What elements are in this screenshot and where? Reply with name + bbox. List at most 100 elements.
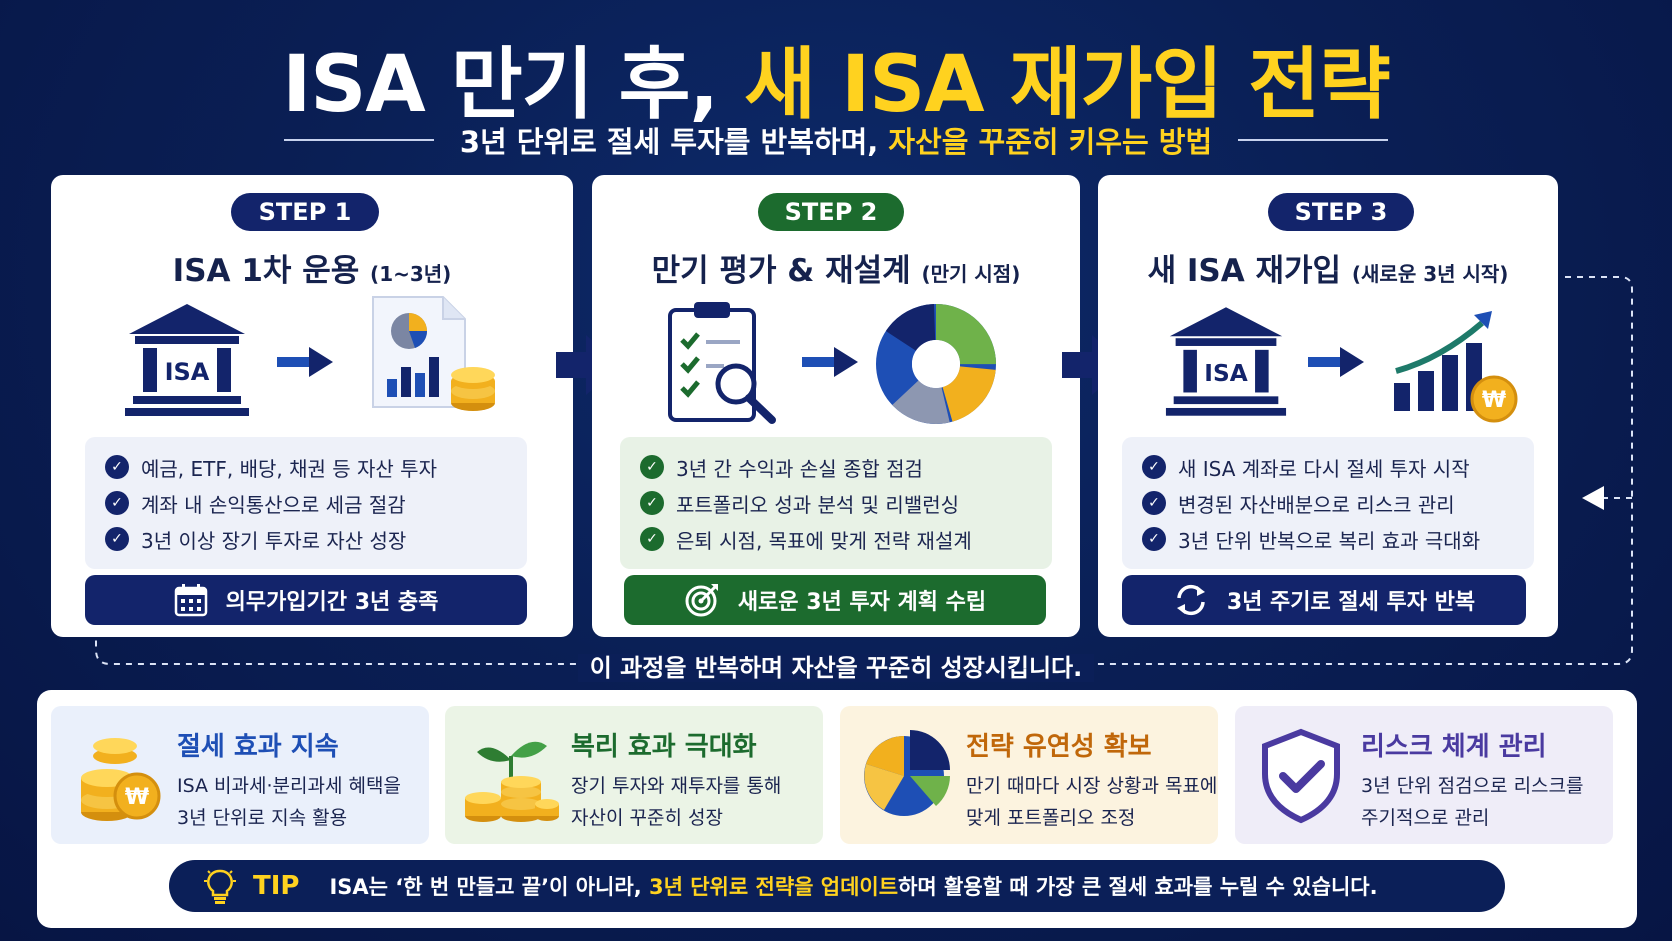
svg-text:₩: ₩ [125,785,149,810]
list-item: ✓ 새 ISA 계좌로 다시 절세 투자 시작 [1142,449,1514,485]
step1-button: 의무가입기간 3년 충족 [85,575,527,625]
bullet-text: 3년 간 수익과 손실 종합 점검 [676,456,923,481]
benefit-desc-line: 3년 단위로 지속 활용 [177,807,348,829]
benefit-desc: ISA 비과세·분리과세 혜택을 3년 단위로 지속 활용 [177,770,401,834]
tip-label: TIP [253,871,300,901]
title-white: ISA 만기 후, [282,40,719,130]
benefit-desc-line: 장기 투자와 재투자를 통해 [571,775,782,797]
step1-title-main: ISA 1차 운용 [172,253,360,289]
check-circle-icon: ✓ [640,527,664,551]
step1-bullets: ✓ 예금, ETF, 배당, 채권 등 자산 투자 ✓ 계좌 내 손익통산으로 세금… [85,437,527,569]
benefit-desc-line: 맞게 포트폴리오 조정 [966,807,1136,829]
step3-title: 새 ISA 재가입 (새로운 3년 시작) [1098,245,1558,290]
loop-caption: 이 과정을 반복하며 자산을 꾸준히 성장시킵니다. [0,648,1672,683]
list-item: ✓ 3년 간 수익과 손실 종합 점검 [640,449,1032,485]
step3-pill: STEP 3 [1268,193,1414,231]
step3-button: 3년 주기로 절세 투자 반복 [1122,575,1526,625]
check-circle-icon: ✓ [1142,527,1166,551]
bank-icon: ISA [1165,307,1287,416]
list-item: ✓ 은퇴 시점, 목표에 맞게 전략 재설계 [640,521,1032,557]
pie-chart-icon [864,730,950,816]
subtitle-yellow: 자산을 꾸준히 키우는 방법 [888,125,1213,159]
list-item: ✓ 3년 이상 장기 투자로 자산 성장 [105,521,507,557]
benefit-title: 전략 유연성 확보 [966,732,1152,762]
check-circle-icon: ✓ [105,455,129,479]
coins-icon: ₩ [81,738,161,821]
sprout-coins-icon [465,741,559,822]
benefit-card-risk: 리스크 체계 관리 3년 단위 점검으로 리스크를 주기적으로 관리 [1235,706,1613,844]
step2-button-label: 새로운 3년 투자 계획 수립 [737,590,987,615]
step2-bullets: ✓ 3년 간 수익과 손실 종합 점검 ✓ 포트폴리오 성과 분석 및 리밸런싱 ✓… [620,437,1052,569]
benefit-card-flexibility: 전략 유연성 확보 만기 때마다 시장 상황과 목표에 맞게 포트폴리오 조정 [840,706,1218,844]
shield-check-icon [1262,728,1340,824]
step3-button-label: 3년 주기로 절세 투자 반복 [1226,590,1476,615]
step2-button: 새로운 3년 투자 계획 수립 [624,575,1046,625]
subtitle-line-left [283,139,434,141]
bullet-text: 변경된 자산배분으로 리스크 관리 [1178,492,1455,517]
benefit-card-tax: ₩ 절세 효과 지속 ISA 비과세·분리과세 혜택을 3년 단위로 지속 활용 [51,706,429,844]
calendar-icon [174,584,207,617]
check-circle-icon: ✓ [1142,455,1166,479]
svg-text:ISA: ISA [1204,360,1247,387]
benefit-desc: 장기 투자와 재투자를 통해 자산이 꾸준히 성장 [571,770,781,834]
bullet-text: 예금, ETF, 배당, 채권 등 자산 투자 [141,456,437,481]
bullet-text: 3년 단위 반복으로 복리 효과 극대화 [1178,528,1481,553]
step1-title: ISA 1차 운용 (1~3년) [51,245,573,290]
benefit-card-compound: 복리 효과 극대화 장기 투자와 재투자를 통해 자산이 꾸준히 성장 [445,706,823,844]
tip-banner: TIP ISA는 ‘한 번 만들고 끝’이 아니라, 3년 단위로 전략을 업데… [169,860,1505,912]
benefit-desc-line: 주기적으로 관리 [1361,807,1490,829]
check-circle-icon: ✓ [105,527,129,551]
lightbulb-icon [204,869,236,904]
bullet-text: 계좌 내 손익통산으로 세금 절감 [141,492,406,517]
bank-icon: ISA [125,304,249,416]
subtitle: 3년 단위로 절세 투자를 반복하며, 자산을 꾸준히 키우는 방법 [460,119,1212,161]
page-title: ISA 만기 후, 새 ISA 재가입 전략 [0,22,1672,134]
svg-text:ISA: ISA [165,358,210,386]
tip-text: ISA는 ‘한 번 만들고 끝’이 아니라, 3년 단위로 전략을 업데이트하며… [329,871,1377,901]
step3-title-main: 새 ISA 재가입 [1147,253,1342,289]
title-yellow: 새 ISA 재가입 전략 [744,40,1391,130]
benefits-panel: ₩ 절세 효과 지속 ISA 비과세·분리과세 혜택을 3년 단위로 지속 활용… [37,690,1637,928]
loop-caption-text: 이 과정을 반복하며 자산을 꾸준히 성장시킵니다. [577,654,1095,682]
step3-title-sub: (새로운 3년 시작) [1351,262,1509,286]
list-item: ✓변경된 자산배분으로 리스크 관리 [1142,485,1514,521]
list-item: ✓ 포트폴리오 성과 분석 및 리밸런싱 [640,485,1032,521]
svg-text:₩: ₩ [1482,388,1506,413]
benefit-desc: 3년 단위 점검으로 리스크를 주기적으로 관리 [1361,770,1584,834]
subtitle-row: 3년 단위로 절세 투자를 반복하며, 자산을 꾸준히 키우는 방법 [0,118,1672,162]
step2-card: STEP 2 만기 평가 & 재설계 (만기 시점) ✓ 3년 간 수익과 손실 … [592,175,1080,637]
report-chart-icon [372,296,495,411]
check-circle-icon: ✓ [640,455,664,479]
step1-card: STEP 1 ISA 1차 운용 (1~3년) ISA ✓예금, ETF, 배당… [51,175,573,637]
step1-button-label: 의무가입기간 3년 충족 [225,590,439,615]
step3-card: STEP 3 새 ISA 재가입 (새로운 3년 시작) ISA ₩ ✓ 새 IS… [1098,175,1558,637]
subtitle-line-right [1238,139,1389,141]
step2-title-sub: (만기 시점) [921,262,1021,286]
benefit-desc-line: 3년 단위 점검으로 리스크를 [1361,775,1584,797]
arrow-right-icon [802,347,858,377]
check-circle-icon: ✓ [640,491,664,515]
benefit-desc-line: ISA 비과세·분리과세 혜택을 [177,775,401,797]
benefit-title: 절세 효과 지속 [177,732,339,762]
benefit-desc-line: 자산이 꾸준히 성장 [571,807,723,829]
benefit-desc-line: 만기 때마다 시장 상황과 목표에 [966,775,1218,797]
tip-text-highlight: 3년 단위로 전략을 업데이트 [648,875,899,899]
refresh-cycle-icon [1176,584,1205,616]
bullet-text: 새 ISA 계좌로 다시 절세 투자 시작 [1178,456,1470,481]
target-icon [685,584,718,617]
arrow-right-icon [1308,347,1364,377]
step3-bullets: ✓새 ISA 계좌로 다시 절세 투자 시작 ✓변경된 자산배분으로 리스크 관… [1122,437,1534,569]
check-circle-icon: ✓ [105,491,129,515]
step2-title-main: 만기 평가 & 재설계 [651,253,911,289]
clipboard-checklist-icon [668,302,776,424]
growth-chart-icon: ₩ [1394,311,1518,423]
step1-title-sub: (1~3년) [370,262,452,286]
step2-pill: STEP 2 [758,193,904,231]
bullet-text: 3년 이상 장기 투자로 자산 성장 [141,528,407,553]
tip-text-b: 하며 활용할 때 가장 큰 절세 효과를 누릴 수 있습니다. [898,875,1378,899]
bullet-text: 포트폴리오 성과 분석 및 리밸런싱 [676,492,960,517]
list-item: ✓ 계좌 내 손익통산으로 세금 절감 [105,485,507,521]
bullet-text: 은퇴 시점, 목표에 맞게 전략 재설계 [676,528,972,553]
donut-chart-icon [876,304,996,424]
list-item: ✓ 예금, ETF, 배당, 채권 등 자산 투자 [105,449,507,485]
